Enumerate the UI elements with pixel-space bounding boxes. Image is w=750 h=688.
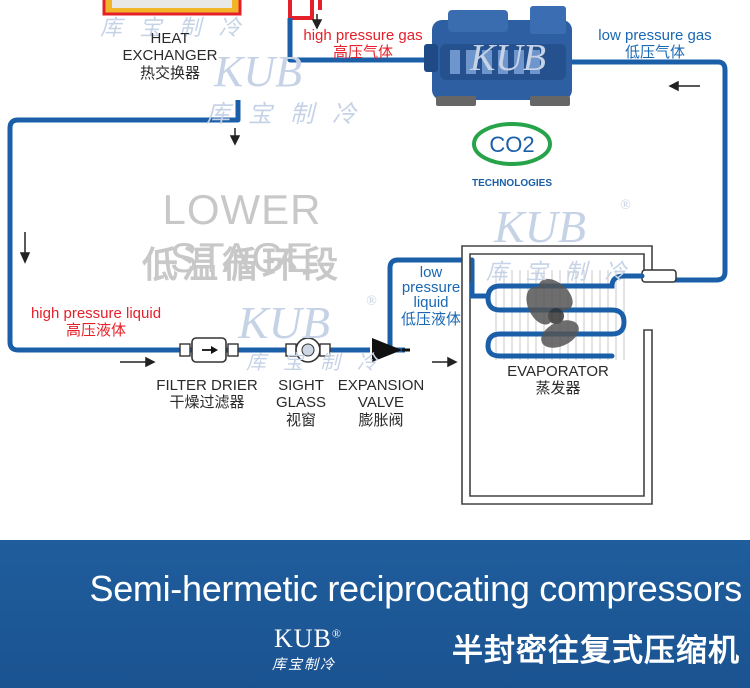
heat-exchanger-icon	[102, 0, 242, 16]
co2-text: CO2	[489, 132, 534, 157]
low-pressure-liquid-label: low pressure liquid 低压液体	[392, 265, 470, 327]
banner-logo-registered: ®	[331, 626, 343, 641]
low-pressure-gas-en: low pressure gas	[598, 27, 712, 44]
sight-glass-icon	[285, 337, 331, 363]
watermark-logo: KUB	[470, 37, 546, 79]
low-pressure-liquid-en-line2: pressure	[401, 279, 461, 296]
watermark-cn: 库 宝 制 冷	[100, 15, 247, 40]
watermark-registered: ®	[620, 198, 631, 213]
sight-glass-label: SIGHT GLASS 视窗	[270, 377, 332, 429]
expansion-valve-en-line2: VALVE	[357, 394, 405, 412]
watermark-logo: KUB	[214, 47, 302, 96]
flow-arrows	[19, 14, 700, 368]
compressor-icon	[424, 6, 572, 106]
heat-exchanger-en-line1: HEAT	[150, 30, 190, 47]
high-pressure-liquid-en: high pressure liquid	[30, 305, 162, 322]
title-banner: Semi-hermetic reciprocating compressors …	[0, 540, 750, 688]
banner-title-cn: 半封密往复式压缩机	[452, 633, 740, 668]
evaporator-coil	[469, 270, 645, 360]
evaporator-label: EVAPORATOR 蒸发器	[500, 363, 616, 398]
watermark-registered: ®	[366, 294, 377, 309]
watermark-cn: 库 宝 制 冷	[486, 259, 633, 284]
filter-drier-cn: 干燥过滤器	[169, 394, 245, 412]
low-pressure-gas-label: low pressure gas 低压气体	[594, 27, 716, 62]
diagram-drawing: CO2 TECHNOLOGIES	[7, 0, 728, 505]
fan-icon	[526, 278, 579, 348]
heat-exchanger-en-line2: EXCHANGER	[122, 47, 218, 65]
evaporator-cn: 蒸发器	[535, 380, 581, 398]
high-pressure-gas-label: high pressure gas 高压气体	[300, 27, 426, 62]
filter-drier-label: FILTER DRIER 干燥过滤器	[154, 377, 260, 412]
evaporator-box	[461, 245, 677, 505]
banner-logo-text: KUB	[274, 624, 332, 653]
red-pipe	[288, 0, 314, 20]
filter-drier-icon	[179, 337, 239, 363]
low-pressure-liquid-cn: 低压液体	[400, 311, 461, 328]
high-pressure-gas-en: high pressure gas	[303, 27, 423, 44]
banner-title-en: Semi-hermetic reciprocating compressors	[89, 568, 742, 609]
watermark-cn: 库 宝 制 冷	[246, 352, 383, 374]
stage-title-en: LOWER STAGE	[162, 186, 322, 281]
stage-title-cn: 低温循环段	[141, 244, 342, 285]
banner-logo: KUB®	[274, 624, 342, 654]
high-pressure-gas-cn: 高压气体	[332, 44, 393, 62]
low-pressure-liquid-en-line1: low	[419, 264, 443, 281]
banner-logo-cn: 库宝制冷	[272, 656, 336, 672]
co2-logo: CO2 TECHNOLOGIES	[472, 122, 552, 189]
expansion-valve-label: EXPANSION VALVE 膨胀阀	[334, 377, 428, 429]
co2-caption: TECHNOLOGIES	[472, 178, 552, 189]
high-pressure-liquid-cn: 高压液体	[65, 322, 126, 340]
expansion-valve-cn: 膨胀阀	[358, 411, 404, 429]
heat-exchanger-cn: 热交换器	[139, 64, 200, 82]
low-pressure-gas-cn: 低压气体	[624, 44, 685, 62]
expansion-valve-en-line1: EXPANSION	[337, 377, 425, 394]
low-pressure-liquid-en-line3: liquid	[413, 294, 449, 311]
sight-glass-en-line1: SIGHT	[278, 377, 324, 394]
high-pressure-liquid-label: high pressure liquid 高压液体	[26, 305, 166, 340]
watermark-logo: KUB	[238, 297, 330, 348]
filter-drier-en: FILTER DRIER	[156, 377, 258, 394]
heat-exchanger-label: HEAT EXCHANGER 热交换器	[120, 30, 220, 82]
watermark-cn: 库 宝 制 冷	[206, 102, 362, 128]
evaporator-en: EVAPORATOR	[507, 363, 609, 380]
sight-glass-en-line2: GLASS	[275, 394, 327, 412]
expansion-valve-icon	[372, 338, 410, 362]
watermark-logo: KUB	[494, 201, 586, 252]
pipe-loop	[7, 18, 728, 353]
refrigeration-diagram: CO2 TECHNOLOGIES	[7, 0, 728, 505]
sight-glass-cn: 视窗	[285, 411, 316, 429]
